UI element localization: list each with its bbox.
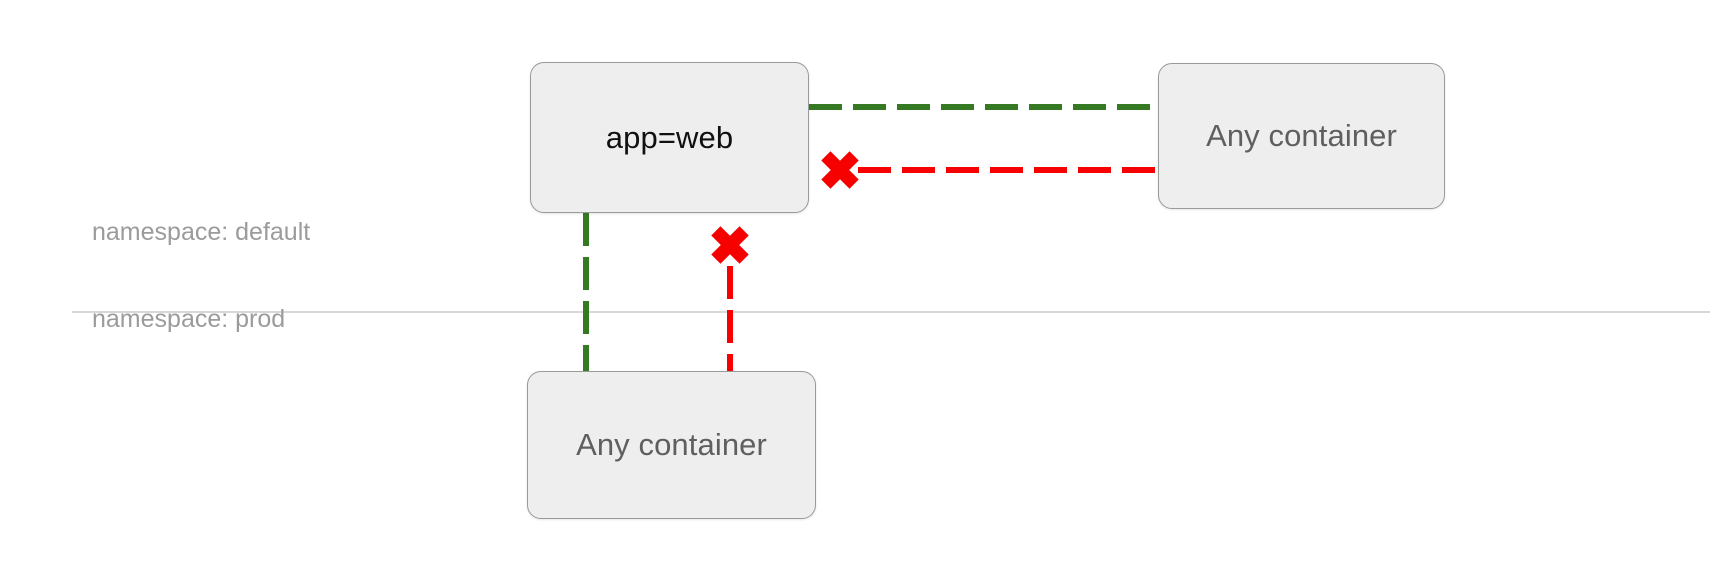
node-app-web-label: app=web — [605, 119, 734, 155]
node-any-container-prod[interactable]: Any container — [527, 371, 816, 519]
node-app-web[interactable]: app=web — [530, 62, 809, 213]
namespace-label-prod: namespace: prod — [92, 305, 286, 333]
node-any-container-prod-label: Any container — [576, 427, 767, 462]
namespace-label-default: namespace: default — [92, 218, 311, 246]
node-any-container-default-label: Any container — [1206, 118, 1397, 153]
node-any-container-default[interactable]: Any container — [1158, 63, 1445, 209]
x-cross-icon — [821, 151, 859, 189]
x-cross-icon — [711, 226, 749, 264]
